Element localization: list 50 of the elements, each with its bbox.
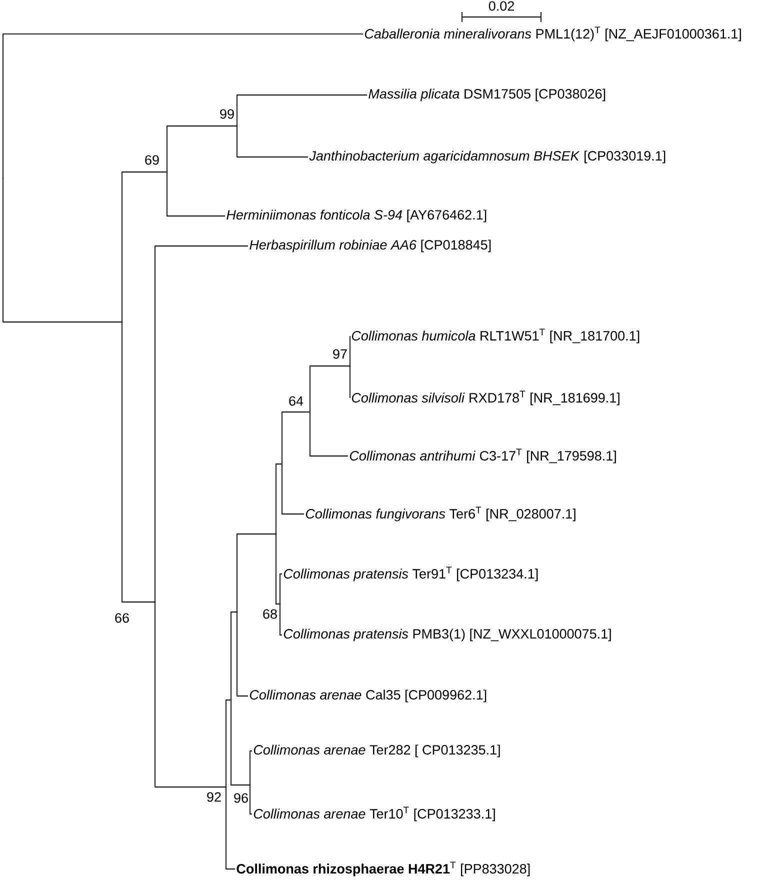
taxon-label: Collimonas humicola RLT1W51$^{T}$ [NR_181700.1]: [352, 328, 640, 344]
bootstrap-value: 96: [234, 793, 248, 803]
bootstrap-value: 97: [333, 349, 347, 359]
taxon-label: Collimonas rhizosphaerae H4R21$^{T}$ [PP833028]: [236, 862, 530, 876]
tree-branch: [166, 172, 226, 216]
taxon-label: Collimonas silvisoli RXD178$^{T}$ [NR_181699.1]: [352, 390, 620, 406]
tree-branch: [310, 366, 350, 412]
tree-branch: [122, 322, 156, 602]
taxon-label: Janthinobacterium agaricidamnosum BHSEK [CP033019.1]: [309, 150, 666, 164]
tree-branch: [154, 602, 226, 788]
taxon-label: Collimonas pratensis Ter91$^{T}$ [CP013234.1]: [284, 566, 538, 582]
tree-branch: [280, 604, 282, 636]
taxon-label: Collimonas pratensis PMB3(1) [NZ_WXXL01000075.1]: [284, 628, 611, 642]
tree-branch: [154, 246, 248, 602]
bootstrap-value: 92: [207, 792, 221, 802]
tree-branch: [226, 700, 232, 788]
tree-branch: [236, 612, 248, 696]
taxon-label: Herminiimonas fonticola S-94 [AY676462.1]: [226, 210, 486, 222]
taxon-label: Collimonas antrihumi C3-17$^{T}$ [NR_179598.1]: [350, 448, 616, 464]
tree-branch: [122, 172, 168, 322]
tree-branch: [2, 178, 122, 322]
tree-branch: [282, 412, 310, 464]
taxon-label: Caballeronia mineralivorans PML1(12)$^{T}$ [NZ_AEJF01000361.1]: [364, 26, 741, 42]
taxon-label: Massilia plicata DSM17505 [CP038026]: [368, 88, 606, 102]
tree-branch: [166, 126, 238, 172]
tree-branch: [2, 34, 364, 178]
taxon-label: Collimonas arenae Ter10$^{T}$ [CP013233.1]: [254, 806, 495, 822]
tree-branch: [226, 786, 236, 870]
bootstrap-value: 68: [263, 609, 277, 619]
bootstrap-value: 69: [145, 155, 159, 165]
taxon-label: Collimonas arenae Ter282 [ CP013235.1]: [254, 744, 500, 758]
taxon-label: Collimonas arenae Cal35 [CP009962.1]: [250, 690, 486, 702]
tree-branch: [236, 94, 368, 126]
taxon-label: Herbaspirillum robiniae AA6 [CP018845]: [250, 240, 491, 252]
tree-branch: [280, 574, 282, 604]
bootstrap-value: 66: [115, 613, 129, 623]
bootstrap-value: 99: [220, 109, 234, 119]
tree-branch: [236, 126, 308, 158]
tree-branch: [276, 464, 282, 534]
tree-branch: [250, 784, 252, 814]
taxon-label: Collimonas fungivorans Ter6$^{T}$ [NR_028007.1]: [306, 506, 576, 522]
tree-branch: [250, 750, 252, 786]
tree-branch: [310, 412, 348, 456]
tree-branch: [276, 534, 280, 604]
bootstrap-value: 64: [289, 396, 304, 406]
tree-branch: [236, 534, 276, 612]
tree-branch: [230, 700, 250, 786]
tree-branch: [282, 464, 304, 514]
scale-label: 0.02: [488, 1, 514, 11]
tree-branch: [230, 612, 238, 700]
